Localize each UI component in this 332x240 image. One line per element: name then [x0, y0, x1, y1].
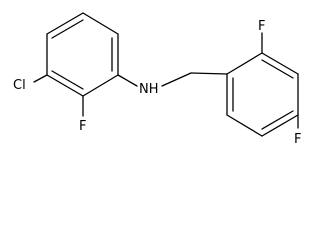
- right-ring-double-2: [261, 110, 294, 130]
- right-ring-bond-5: [261, 52, 299, 75]
- bond-ch2-to-ring: [190, 72, 228, 75]
- left-ring-double-3: [51, 70, 84, 90]
- right-ring-bond-6: [226, 52, 263, 75]
- left-ring-bond-2: [82, 12, 119, 35]
- atom-label-amine: NH: [139, 82, 159, 97]
- bond-ring-to-nh: [117, 74, 138, 87]
- atom-label-fluorine-left: F: [79, 119, 86, 134]
- atom-label-fluorine-ortho: F: [258, 19, 265, 34]
- atom-label-fluorine-para: F: [294, 132, 301, 147]
- atom-label-chlorine: Cl: [13, 78, 26, 93]
- left-aromatic-ring: [46, 12, 119, 97]
- left-ring-double-1: [51, 19, 84, 39]
- right-ring-double-3: [261, 59, 294, 79]
- molecule-structure: Cl F NH F F: [13, 12, 301, 147]
- left-ring-bond-5: [46, 74, 84, 97]
- bond-nh-to-ch2: [161, 72, 192, 87]
- right-aromatic-ring: [226, 52, 299, 137]
- right-ring-bond-3: [261, 114, 299, 137]
- bond-ring-to-chlorine: [33, 74, 48, 83]
- left-ring-bond-4: [82, 74, 119, 97]
- right-ring-bond-2: [226, 114, 263, 137]
- left-ring-bond-1: [46, 12, 84, 35]
